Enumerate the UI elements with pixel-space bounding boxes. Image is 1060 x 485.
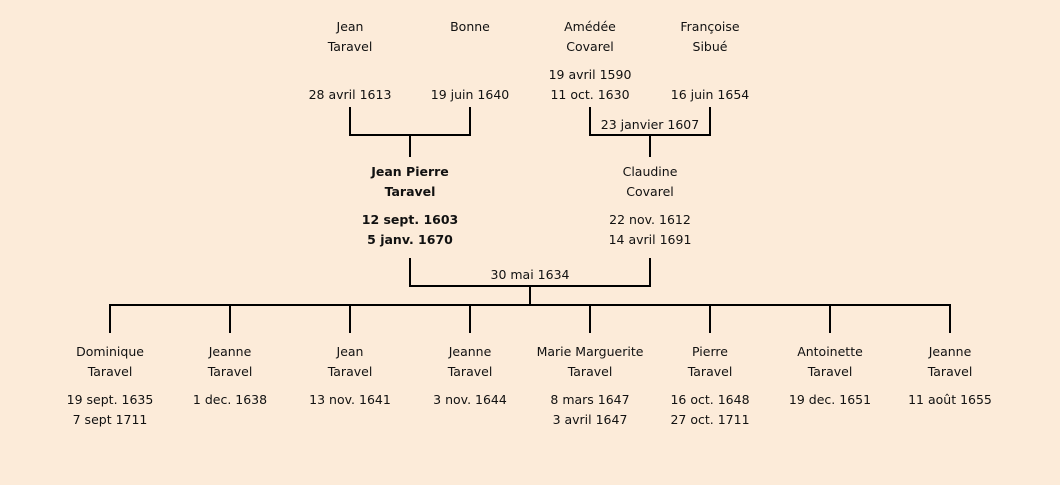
death-date: 5 janv. 1670 — [367, 232, 453, 247]
birth-date: 16 oct. 1648 — [670, 392, 750, 407]
first-name: Françoise — [680, 19, 740, 34]
birth-date: 11 août 1655 — [908, 392, 992, 407]
birth-date: 8 mars 1647 — [550, 392, 630, 407]
birth-date: 19 sept. 1635 — [66, 392, 154, 407]
birth-date: 13 nov. 1641 — [309, 392, 391, 407]
last-name: Taravel — [207, 364, 253, 379]
first-name: Claudine — [622, 164, 678, 179]
connector-line — [409, 258, 411, 287]
last-name: Covarel — [566, 39, 614, 54]
connector-line — [589, 304, 591, 333]
connector-line — [649, 134, 651, 157]
connector-line — [709, 304, 711, 333]
connector-line — [709, 107, 711, 136]
birth-date: 22 nov. 1612 — [609, 212, 691, 227]
connector-line — [469, 107, 471, 136]
death-date: 11 oct. 1630 — [550, 87, 630, 102]
marriage-date: 30 mai 1634 — [490, 267, 570, 282]
marriage-date: 23 janvier 1607 — [600, 117, 700, 132]
first-name: Jeanne — [448, 344, 492, 359]
connector-line — [409, 134, 411, 157]
last-name: Taravel — [447, 364, 493, 379]
last-name: Taravel — [807, 364, 853, 379]
first-name: Amédée — [564, 19, 616, 34]
date: 28 avril 1613 — [308, 87, 392, 102]
first-name: Jeanne — [208, 344, 252, 359]
last-name: Sibué — [692, 39, 728, 54]
death-date: 7 sept 1711 — [72, 412, 148, 427]
first-name: Jean — [336, 344, 364, 359]
first-name: Jean Pierre — [371, 164, 449, 179]
birth-date: 19 dec. 1651 — [788, 392, 872, 407]
first-name: Antoinette — [797, 344, 863, 359]
connector-line — [949, 304, 951, 333]
last-name: Taravel — [87, 364, 133, 379]
first-name: Pierre — [692, 344, 728, 359]
connector-line — [349, 107, 351, 136]
birth-date: 19 avril 1590 — [548, 67, 632, 82]
connector-line — [589, 107, 591, 136]
first-name: Bonne — [450, 19, 490, 34]
connector-line — [109, 304, 111, 333]
last-name: Taravel — [927, 364, 973, 379]
connector-line — [349, 304, 351, 333]
birth-date: 1 dec. 1638 — [192, 392, 268, 407]
last-name: Taravel — [687, 364, 733, 379]
connector-line — [469, 304, 471, 333]
birth-date: 12 sept. 1603 — [361, 212, 459, 227]
date: 16 juin 1654 — [670, 87, 750, 102]
children-line — [109, 304, 951, 306]
last-name: Taravel — [327, 364, 373, 379]
connector-line — [829, 304, 831, 333]
connector-line — [229, 304, 231, 333]
connector-line — [649, 258, 651, 287]
last-name: Taravel — [567, 364, 613, 379]
date: 19 juin 1640 — [430, 87, 510, 102]
last-name: Taravel — [384, 184, 436, 199]
first-name: Jean — [336, 19, 364, 34]
last-name: Taravel — [327, 39, 373, 54]
first-name: Marie Marguerite — [536, 344, 644, 359]
birth-date: 3 nov. 1644 — [433, 392, 507, 407]
death-date: 27 oct. 1711 — [670, 412, 750, 427]
first-name: Jeanne — [928, 344, 972, 359]
first-name: Dominique — [76, 344, 144, 359]
death-date: 3 avril 1647 — [552, 412, 628, 427]
connector-line — [529, 285, 531, 305]
death-date: 14 avril 1691 — [608, 232, 692, 247]
last-name: Covarel — [626, 184, 674, 199]
